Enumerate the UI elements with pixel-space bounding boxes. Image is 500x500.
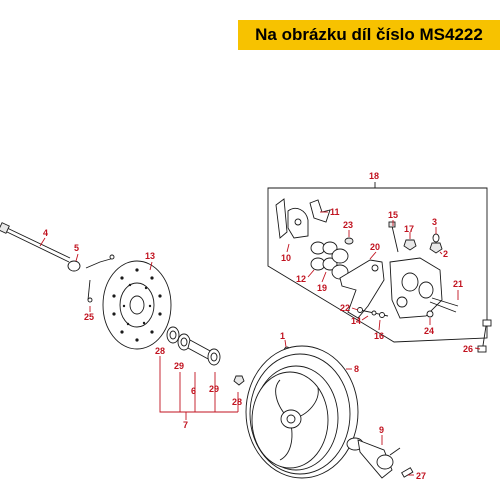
callout-22: 22 (340, 303, 350, 313)
callout-13: 13 (145, 251, 155, 261)
brake-pads (275, 198, 331, 253)
caliper-pins (351, 220, 459, 331)
callout-1: 1 (280, 331, 285, 341)
callout-6: 6 (191, 386, 196, 396)
callout-26: 26 (463, 344, 473, 354)
caliper-bracket (339, 251, 385, 319)
callout-3: 3 (432, 217, 437, 227)
callout-20: 20 (370, 242, 380, 252)
callout-25: 25 (84, 312, 94, 322)
front-axle (0, 222, 71, 263)
callout-29-left: 29 (174, 361, 184, 371)
callout-4: 4 (43, 228, 48, 238)
callout-21: 21 (453, 279, 463, 289)
callout-5: 5 (74, 243, 79, 253)
banner-text: Na obrázku díl číslo MS4222 (255, 25, 483, 44)
callout-18: 18 (369, 171, 379, 181)
speedometer-gearbox (346, 435, 414, 479)
callout-23: 23 (343, 220, 353, 230)
callout-28-right: 28 (232, 397, 242, 407)
axle-spacer (67, 253, 81, 272)
callout-14: 14 (351, 316, 361, 326)
callout-29-right: 29 (209, 384, 219, 394)
callout-17: 17 (404, 224, 414, 234)
caliper-group-box (267, 187, 488, 343)
callout-27: 27 (416, 471, 426, 481)
callout-7: 7 (183, 420, 188, 430)
callout-10: 10 (281, 253, 291, 263)
callout-16: 16 (374, 331, 384, 341)
front-wheel (245, 345, 359, 479)
callout-7-bracket (159, 356, 239, 420)
callout-2: 2 (443, 249, 448, 259)
callout-11: 11 (330, 207, 340, 217)
hose-bracket (474, 319, 492, 353)
callout-19: 19 (317, 283, 327, 293)
callout-28-left: 28 (155, 346, 165, 356)
disc-bolts (85, 254, 115, 312)
callout-12: 12 (296, 274, 306, 284)
caliper-fasteners (344, 227, 443, 325)
wheel-bearings (166, 326, 245, 386)
callout-9: 9 (379, 425, 384, 435)
caliper-pistons (307, 241, 349, 283)
callout-15: 15 (388, 210, 398, 220)
part-number-banner: Na obrázku díl číslo MS4222 (238, 20, 500, 50)
caliper-body (389, 257, 443, 319)
callout-8: 8 (354, 364, 359, 374)
callout-24: 24 (424, 326, 434, 336)
brake-disc (102, 260, 172, 350)
